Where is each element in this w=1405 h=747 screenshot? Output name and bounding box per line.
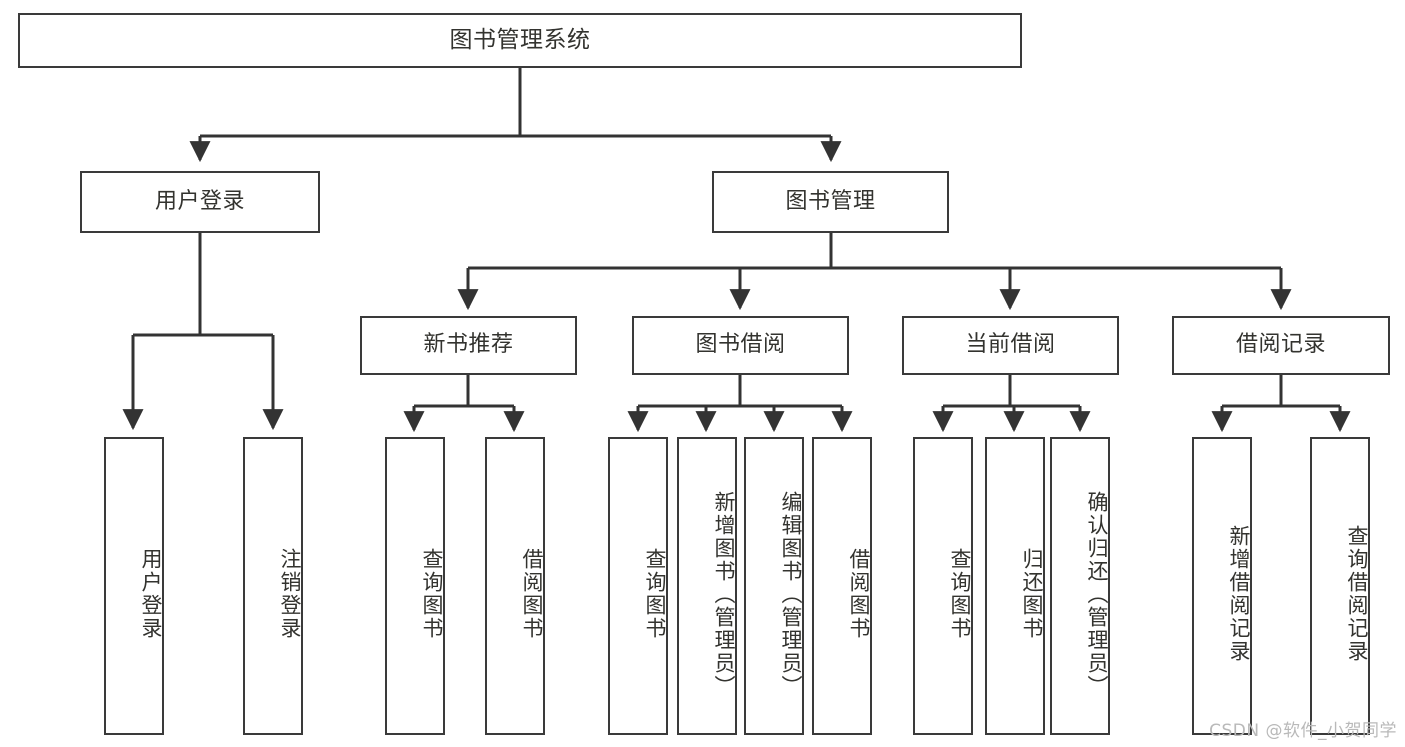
leaf-book-borrow-add-book-admin[interactable]: 新增图书（管理员）: [677, 437, 737, 735]
node-label: 新增借阅记录: [1227, 525, 1251, 663]
node-label: 用户登录: [154, 188, 245, 214]
node-label: 新增图书（管理员）: [712, 490, 736, 698]
leaf-new-book-query-book[interactable]: 查询图书: [385, 437, 445, 735]
node-label: 借阅图书: [847, 548, 871, 640]
node-label: 图书借阅: [695, 332, 786, 358]
csdn-watermark: CSDN @软件_小贺同学: [1209, 721, 1397, 741]
leaf-book-borrow-borrow-book[interactable]: 借阅图书: [812, 437, 872, 735]
node-borrow-record[interactable]: 借阅记录: [1172, 316, 1390, 375]
node-label: 图书管理系统: [449, 26, 591, 53]
leaf-current-borrow-return-book[interactable]: 归还图书: [985, 437, 1045, 735]
leaf-new-book-borrow-book[interactable]: 借阅图书: [485, 437, 545, 735]
node-label: 图书管理: [785, 188, 876, 214]
leaf-book-borrow-query-book[interactable]: 查询图书: [608, 437, 668, 735]
node-label: 查询借阅记录: [1345, 525, 1369, 663]
node-label: 借阅记录: [1235, 332, 1326, 358]
node-current-borrow[interactable]: 当前借阅: [902, 316, 1119, 375]
node-root-book-management-system[interactable]: 图书管理系统: [18, 13, 1022, 68]
leaf-borrow-record-add-record[interactable]: 新增借阅记录: [1192, 437, 1252, 735]
node-label: 归还图书: [1020, 548, 1044, 640]
node-label: 用户登录: [139, 548, 163, 640]
node-label: 借阅图书: [520, 548, 544, 640]
node-label: 当前借阅: [965, 332, 1056, 358]
node-label: 新书推荐: [423, 332, 514, 358]
node-label: 注销登录: [278, 548, 302, 640]
leaf-current-borrow-confirm-return-admin[interactable]: 确认归还（管理员）: [1050, 437, 1110, 735]
leaf-user-login-logout[interactable]: 注销登录: [243, 437, 303, 735]
node-label: 确认归还（管理员）: [1085, 490, 1109, 698]
node-label: 编辑图书（管理员）: [779, 490, 803, 698]
node-book-borrow[interactable]: 图书借阅: [632, 316, 849, 375]
node-user-login[interactable]: 用户登录: [80, 171, 320, 233]
node-label: 查询图书: [948, 548, 972, 640]
node-label: 查询图书: [420, 548, 444, 640]
node-new-book-recommend[interactable]: 新书推荐: [360, 316, 577, 375]
node-label: 查询图书: [643, 548, 667, 640]
leaf-book-borrow-edit-book-admin[interactable]: 编辑图书（管理员）: [744, 437, 804, 735]
leaf-user-login-login[interactable]: 用户登录: [104, 437, 164, 735]
leaf-borrow-record-query-record[interactable]: 查询借阅记录: [1310, 437, 1370, 735]
leaf-current-borrow-query-book[interactable]: 查询图书: [913, 437, 973, 735]
node-book-management[interactable]: 图书管理: [712, 171, 949, 233]
